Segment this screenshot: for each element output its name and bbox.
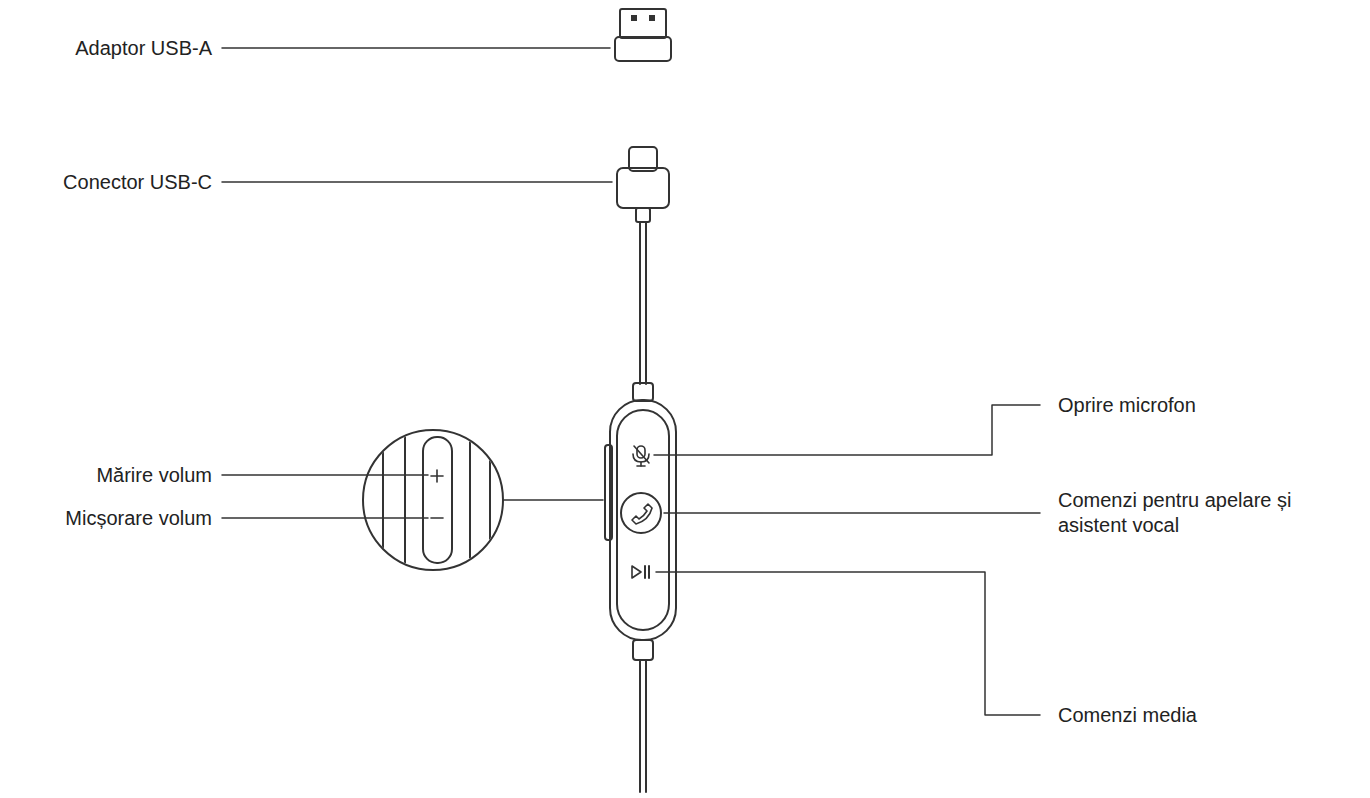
play-pause-icon <box>632 566 649 578</box>
part-label: Comenzi media <box>1058 703 1197 728</box>
leader-lines <box>222 48 1040 715</box>
call-button <box>621 493 661 533</box>
part-label: Micșorare volum <box>65 506 212 531</box>
cable <box>633 222 653 792</box>
usb-a-adapter <box>615 9 671 61</box>
part-label: Adaptor USB-A <box>75 36 212 61</box>
volume-zoom <box>363 420 603 580</box>
part-label: Conector USB-C <box>63 170 212 195</box>
mic-mute-icon <box>633 446 649 466</box>
usb-c-connector <box>617 147 669 222</box>
part-label: Comenzi pentru apelare și asistent vocal <box>1058 488 1303 538</box>
inline-remote <box>605 400 676 640</box>
part-label: Mărire volum <box>96 463 212 488</box>
part-label: Oprire microfon <box>1058 393 1196 418</box>
